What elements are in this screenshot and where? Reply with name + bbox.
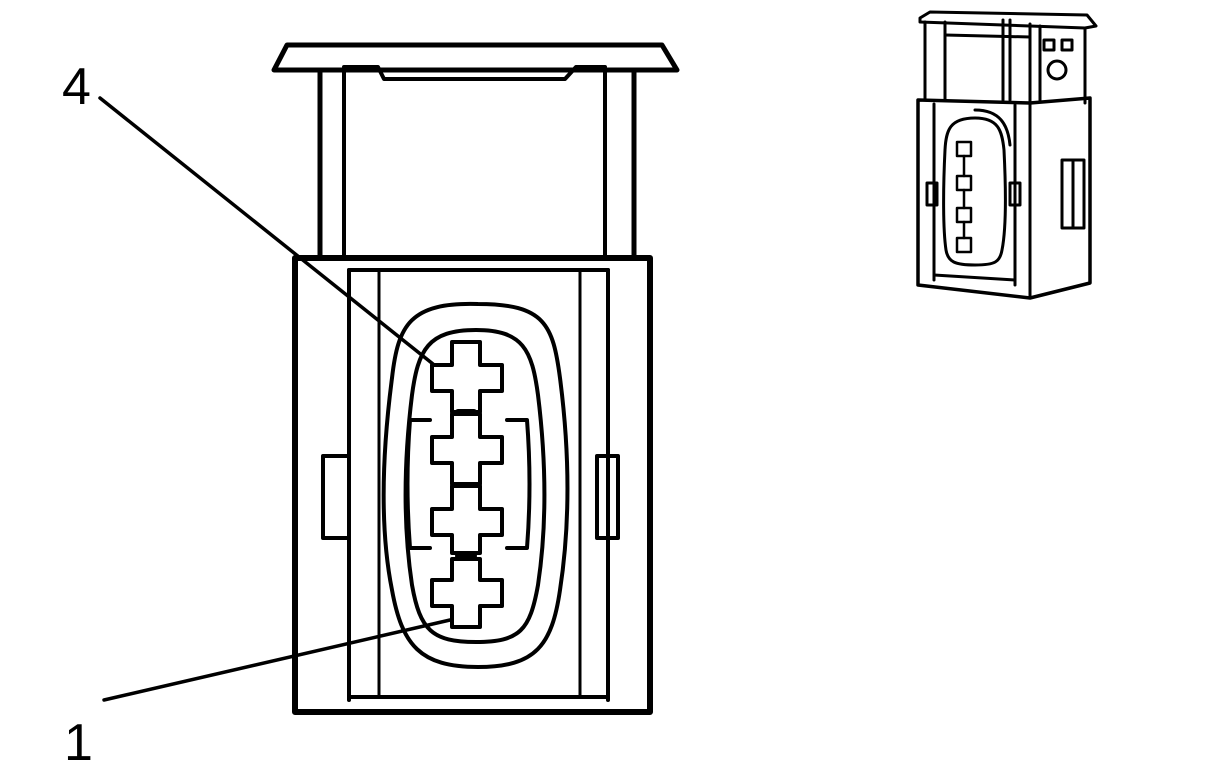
right-side-tab — [595, 454, 620, 540]
pin-cavity-4 — [430, 340, 504, 414]
left-side-tab — [321, 454, 351, 540]
leader-line-1 — [102, 618, 452, 702]
pin-cavity-2 — [430, 484, 504, 555]
pin-cavity-3 — [430, 412, 504, 486]
connector-top-cap — [271, 42, 680, 73]
seal-outer — [381, 301, 570, 669]
main-connector-view: 4 1 — [62, 42, 680, 772]
connector-thumbnail-view — [916, 10, 1098, 300]
seal-inner — [403, 328, 547, 644]
connector-body — [292, 255, 653, 715]
leader-line-4 — [98, 96, 435, 366]
latch-notch — [342, 65, 607, 81]
keyway-left — [405, 418, 432, 550]
keyway-right — [505, 418, 532, 550]
pin-cavity-1 — [430, 557, 504, 629]
callout-label-1: 1 — [64, 714, 93, 772]
pin-cavities — [430, 340, 504, 629]
callout-label-4: 4 — [62, 58, 91, 116]
